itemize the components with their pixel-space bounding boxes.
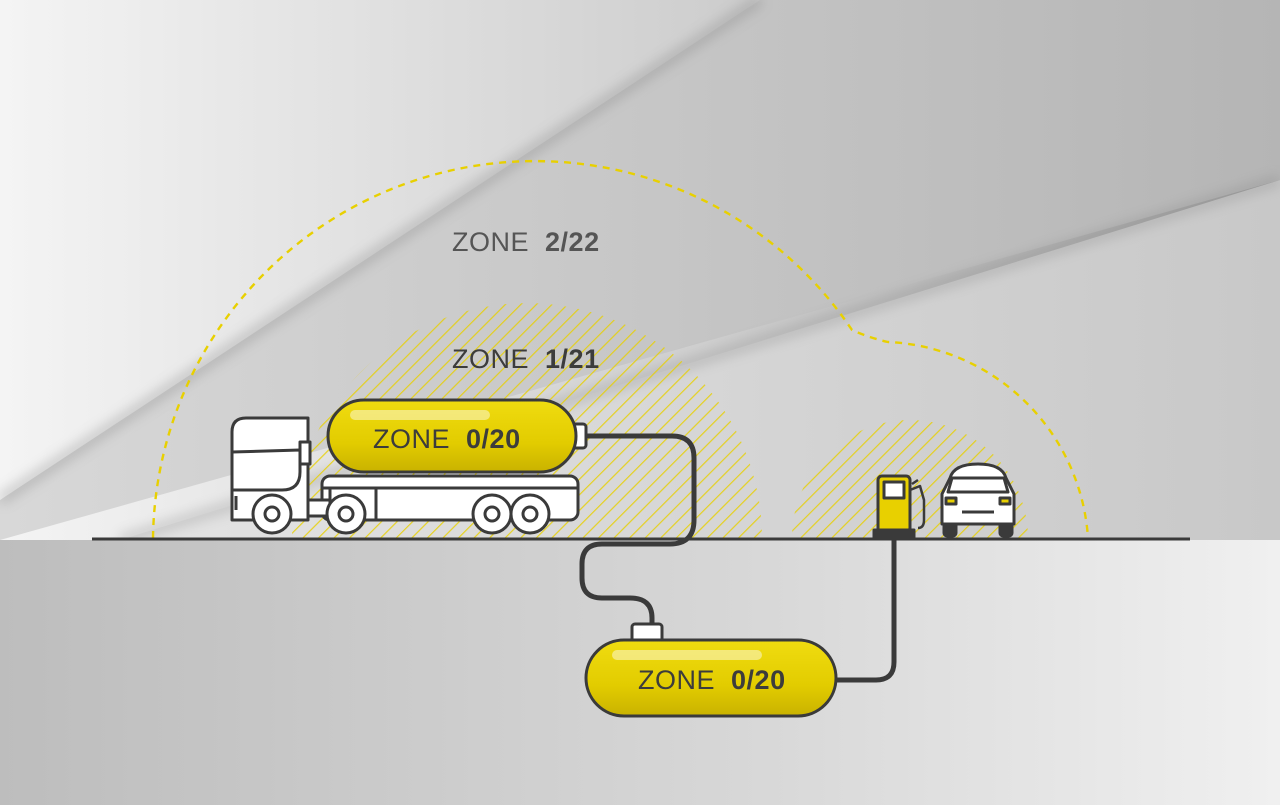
tanker-truck-icon [230, 416, 580, 535]
zone-outer-prefix: ZONE [452, 227, 529, 257]
zone-truck-tank-code: 0/20 [466, 424, 521, 454]
car-icon [940, 462, 1016, 538]
zone-middle-label: ZONE 1/21 [452, 344, 600, 374]
zone-middle-code: 1/21 [545, 344, 600, 374]
zone-outer-code: 2/22 [545, 227, 600, 257]
tanker-hose [579, 433, 697, 635]
zone-underground-tank-prefix: ZONE [638, 665, 715, 695]
zone-underground-tank-label: ZONE 0/20 [638, 665, 786, 695]
zone-truck-tank-prefix: ZONE [373, 424, 450, 454]
background-band-upper [0, 0, 1280, 540]
zone-truck-tank-label: ZONE 0/20 [373, 424, 521, 454]
pump-supply-line [827, 535, 897, 683]
zone-middle-prefix: ZONE [452, 344, 529, 374]
fuel-pump-icon [872, 474, 926, 540]
zone-outer-label: ZONE 2/22 [452, 227, 600, 257]
band-shadow-upper [0, 0, 763, 505]
underground-tank-icon [584, 622, 838, 718]
zone-outer-boundary [151, 159, 1090, 539]
truck-tank [326, 398, 588, 474]
zone-underground-tank-code: 0/20 [731, 665, 786, 695]
